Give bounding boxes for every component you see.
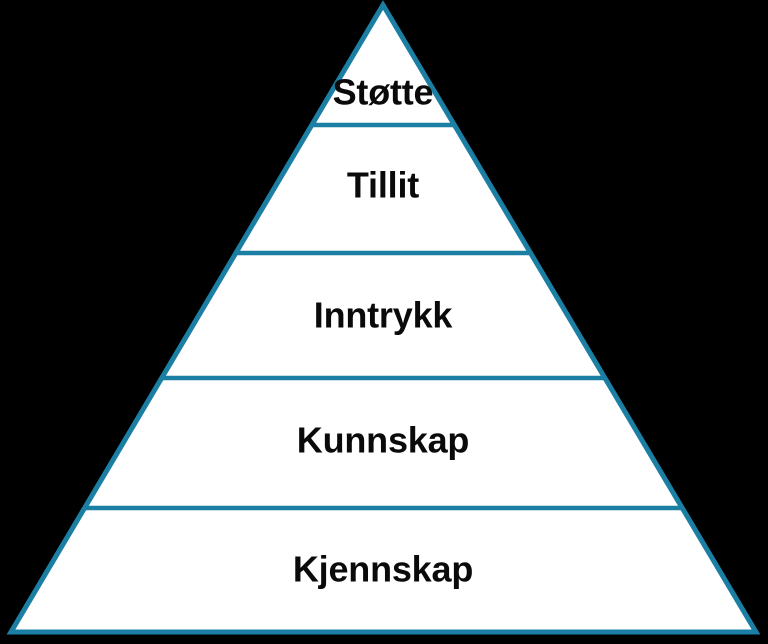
tier-dividers [84, 122, 682, 511]
tier-label-middle: Inntrykk [314, 295, 454, 336]
tier-label-base: Kjennskap [293, 549, 473, 590]
pyramid-outline-stroke [6, 0, 761, 635]
tier-label-second: Tillit [347, 165, 419, 206]
tier-label-fourth: Kunnskap [297, 420, 469, 461]
pyramid-body-shape [11, 5, 756, 632]
tier-label-top: Støtte [333, 72, 434, 113]
